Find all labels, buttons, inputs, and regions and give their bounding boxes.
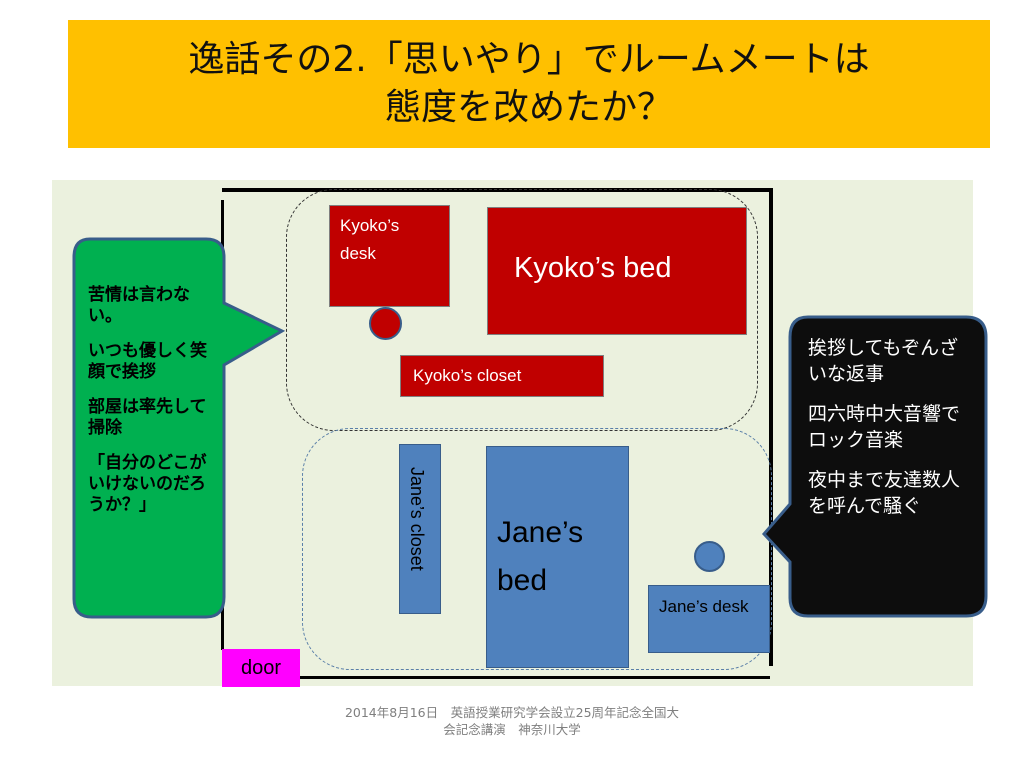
jane-bed-label: Jane’s bed <box>497 516 584 597</box>
jane-chair <box>694 541 725 572</box>
slide-title: 逸話その2.「思いやり」でルームメートは 態度を改めたか？ <box>188 39 870 128</box>
jane-desk: Jane’s desk <box>648 585 770 653</box>
kyoko-closet: Kyoko’s closet <box>400 355 604 397</box>
left-item-4: 「自分のどこがいけないのだろうか？」 <box>88 453 207 515</box>
kyoko-desk: Kyoko’s desk <box>329 205 450 307</box>
door: door <box>222 649 300 687</box>
right-item-2: 四六時中大音響でロック音楽 <box>808 403 961 451</box>
jane-desk-label: Jane’s desk <box>659 597 749 616</box>
wall-top <box>222 188 772 192</box>
title-banner: 逸話その2.「思いやり」でルームメートは 態度を改めたか？ <box>68 20 990 148</box>
left-item-2: いつも優しく笑顔で挨拶 <box>88 341 207 382</box>
left-callout-shape <box>72 237 286 619</box>
kyoko-desk-label: Kyoko’s desk <box>340 216 400 263</box>
wall-right <box>769 188 773 666</box>
jane-zone <box>302 428 772 670</box>
kyoko-bed-label: Kyoko’s bed <box>514 252 672 284</box>
right-callout-shape <box>761 315 988 618</box>
door-label: door <box>240 656 282 679</box>
left-item-3: 部屋は率先して掃除 <box>88 397 207 438</box>
left-item-1: 苦情は言わない。 <box>88 285 190 326</box>
footer-text: 2014年8月16日 英語授業研究学会設立25周年記念全国大会記念講演 神奈川大… <box>344 705 680 737</box>
kyoko-chair <box>369 307 402 340</box>
left-callout-text: 苦情は言わない。 いつも優しく笑顔で挨拶 部屋は率先して掃除 「自分のどこがいけ… <box>88 285 210 530</box>
right-item-1: 挨拶してもぞんざいな返事 <box>808 337 959 385</box>
jane-bed: Jane’s bed <box>486 446 629 668</box>
jane-closet: Jane’s closet <box>399 444 441 614</box>
right-item-3: 夜中まで友達数人を呼んで騒ぐ <box>808 469 961 517</box>
jane-closet-label: Jane’s closet <box>407 467 427 571</box>
kyoko-closet-label: Kyoko’s closet <box>413 366 522 385</box>
right-callout-text: 挨拶してもぞんざいな返事 四六時中大音響でロック音楽 夜中まで友達数人を呼んで騒… <box>808 335 972 533</box>
wall-bottom <box>300 676 770 679</box>
kyoko-bed: Kyoko’s bed <box>487 207 747 335</box>
kyoko-zone <box>286 189 758 431</box>
